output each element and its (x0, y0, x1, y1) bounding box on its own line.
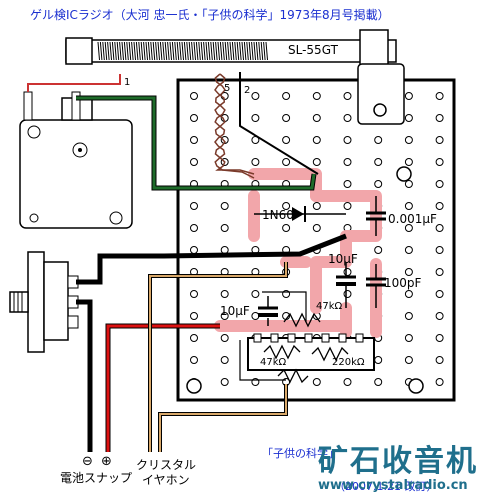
earphone-wire-b (159, 384, 287, 452)
battery-snap-label: 電池スナップ (60, 471, 133, 485)
capacitor-10uf-lower (258, 296, 278, 326)
cap-0001uf-label: 0.001μF (388, 212, 437, 226)
credit-line-1: 「子供の科学」 (262, 447, 339, 460)
coil-model-label: SL-55GT (288, 43, 338, 57)
res-220k-label: 220kΩ (332, 357, 365, 368)
diode-1n60 (254, 206, 346, 222)
diode-label: 1N60 (262, 208, 294, 222)
battery-switch (9, 251, 79, 353)
credit-line-2: （2007.1.21 改訂） (334, 480, 438, 493)
earphone-wire-a (149, 262, 287, 452)
earphone-label-2: イヤホン (142, 473, 190, 487)
coil-lead-1 (27, 74, 121, 92)
mount-hole (396, 166, 412, 182)
diagram-title: ゲル検ICラジオ（大河 忠一氏・「子供の科学」1973年8月号掲載） (30, 8, 390, 22)
terminal-1-label: 1 (124, 77, 131, 88)
green-wire (76, 96, 316, 190)
resistor-47k-upper (283, 312, 321, 328)
battery-minus-symbol: ⊖ (82, 454, 93, 469)
black-wire-battery-minus (76, 299, 93, 452)
cap-10uf-lower-label: 10μF (220, 304, 250, 318)
capacitor-0001uf (366, 196, 386, 236)
twisted-lead (214, 73, 255, 179)
black-wire-top (76, 233, 347, 285)
cap-100pf-label: 100pF (384, 276, 422, 290)
resistor-47k-lower (263, 344, 301, 360)
terminal-2-label: 2 (244, 85, 251, 96)
res-47k-lower-label: 47kΩ (260, 357, 287, 368)
capacitor-10uf-upper (336, 262, 356, 308)
ic-chip (247, 333, 375, 371)
watermark-logo: 矿石收音机 (318, 444, 478, 479)
earphone-label-1: クリスタル (136, 458, 197, 472)
battery-plus-symbol: ⊕ (101, 454, 112, 469)
terminal-5-label: 5 (224, 83, 231, 94)
mount-hole (408, 378, 424, 394)
cap-10uf-upper-label: 10μF (328, 252, 358, 266)
res-47k-upper-label: 47kΩ (316, 301, 343, 312)
antenna-coil (65, 29, 405, 125)
coil-bracket (357, 63, 405, 125)
mount-hole (186, 378, 202, 394)
capacitor-100pf (366, 264, 386, 308)
resistor-220k (311, 346, 349, 362)
resistor-bottom (277, 368, 309, 384)
coil-lead-2 (239, 72, 319, 175)
variable-capacitor (19, 91, 133, 229)
watermark-url: www.crystalradio.cn (318, 478, 468, 493)
red-wire (106, 324, 220, 452)
